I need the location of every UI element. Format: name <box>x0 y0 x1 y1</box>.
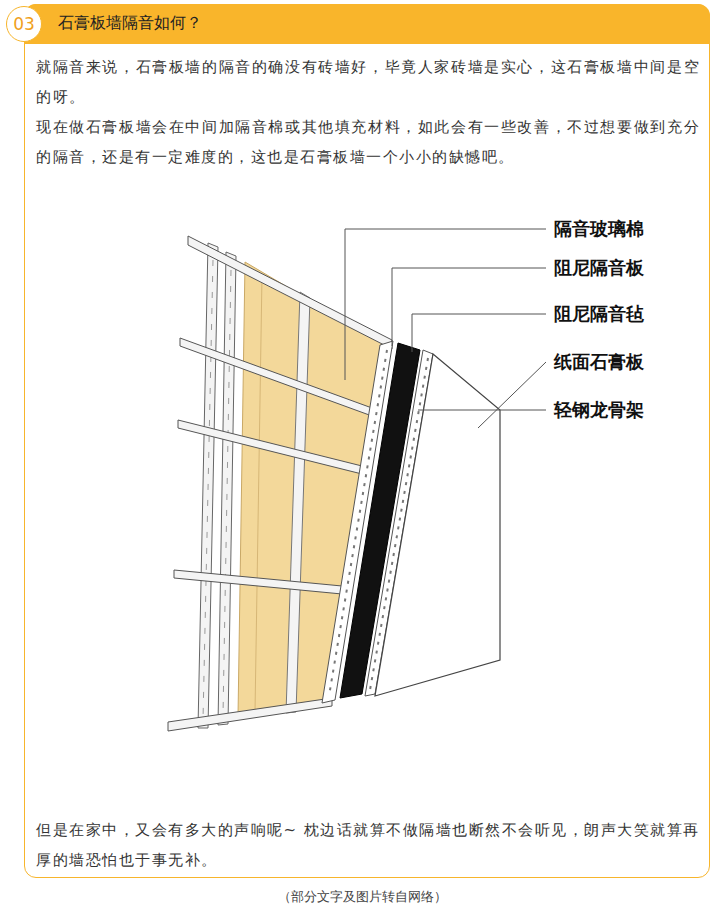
leader-line <box>345 229 546 380</box>
paragraph: 但是在家中，又会有多大的声响呢~ 枕边话就算不做隔墙也断然不会听见，朗声大笑就算… <box>36 815 700 875</box>
steel-stud <box>218 252 236 725</box>
leader-line <box>478 362 546 428</box>
stud-holes <box>203 260 213 720</box>
leader-line <box>418 410 546 411</box>
part-label: 纸面石膏板 <box>552 350 646 374</box>
steel-rail <box>178 420 362 474</box>
section-title: 石膏板墙隔音如何？ <box>58 13 202 34</box>
part-label: 阻尼隔音板 <box>552 256 646 280</box>
leader-line <box>412 314 546 352</box>
steel-rail <box>188 236 392 349</box>
steel-rail <box>168 698 332 731</box>
leader-line <box>392 268 546 346</box>
paragraph: 现在做石膏板墙会在中间加隔音棉或其他填充材料，如此会有一些改善，不过想要做到充分… <box>36 112 700 172</box>
wool-seam <box>255 275 262 712</box>
steel-rail <box>180 338 372 416</box>
section-number: 03 <box>13 14 35 34</box>
part-label: 阻尼隔音毡 <box>552 302 646 326</box>
caption: （部分文字及图片转自网络） <box>278 888 447 906</box>
steel-rail <box>174 570 342 594</box>
number-badge: 03 <box>6 6 42 42</box>
gypsum-board <box>375 354 500 696</box>
steel-stud <box>286 292 310 713</box>
paragraph: 就隔音来说，石膏板墙的隔音的确没有砖墙好，毕竟人家砖墙是实心，这石膏板墙中间是空… <box>36 52 700 112</box>
steel-stud <box>198 243 218 728</box>
part-label: 轻钢龙骨架 <box>552 398 646 422</box>
stud-holes <box>223 270 231 715</box>
part-label: 隔音玻璃棉 <box>552 217 646 241</box>
